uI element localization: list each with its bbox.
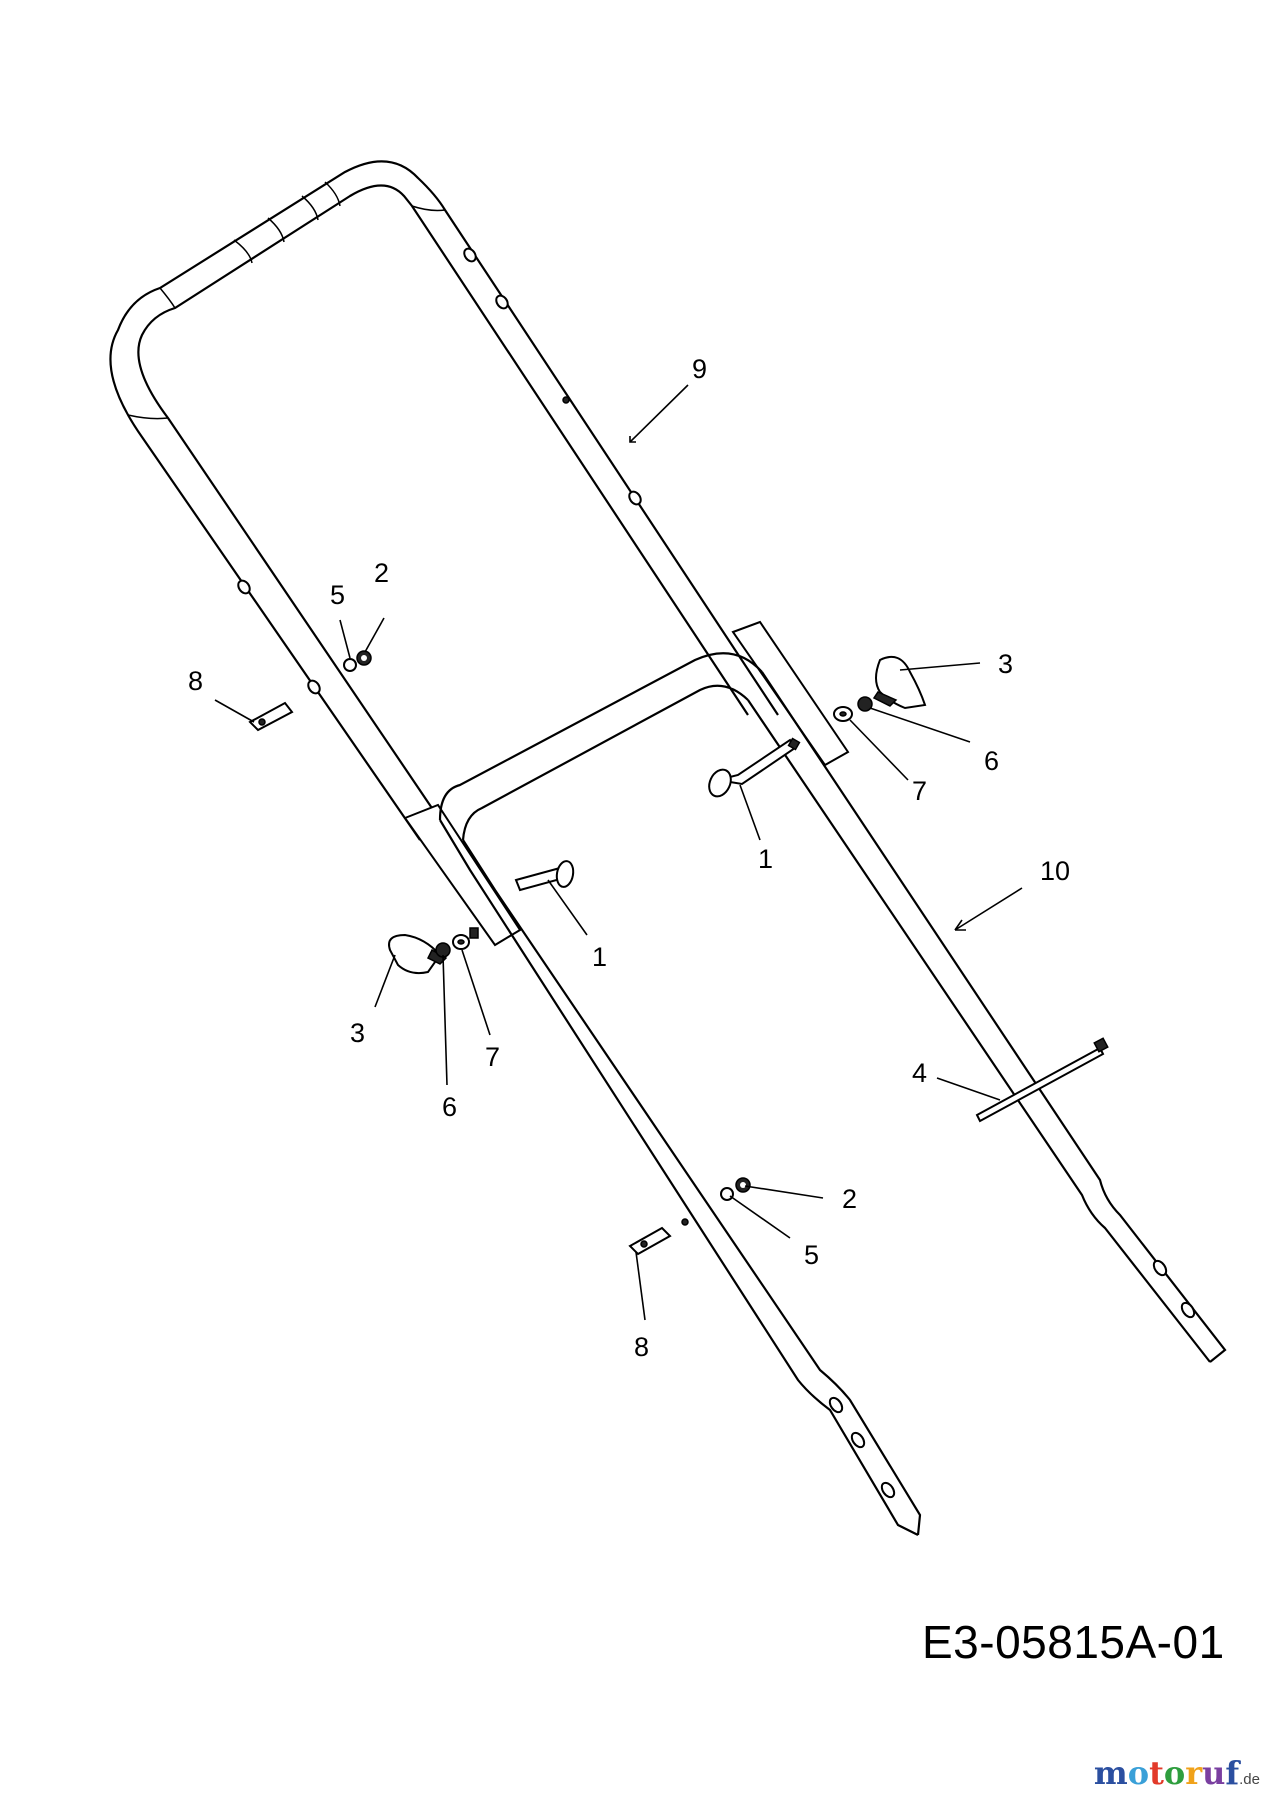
callout-2-upper: 2 [374,558,389,588]
nuts-lower-2-5 [720,1177,751,1201]
callout-7-lower: 7 [485,1042,500,1072]
callout-9: 9 [692,354,707,384]
knob-part-3-upper [872,656,927,710]
watermark-brand: motoruf [1093,1754,1240,1792]
leader-lines [214,384,1023,1321]
callout-5-lower: 5 [804,1240,819,1270]
callout-8-upper: 8 [188,666,203,696]
callout-1-lower: 1 [592,942,607,972]
callout-6-lower: 6 [442,1092,457,1122]
bolt-part-1-upper [708,737,801,798]
clip-part-8-upper [248,701,294,732]
callout-7-upper: 7 [912,776,927,806]
knob-part-3-lower [388,933,448,975]
cable-tie-part-4 [975,1037,1109,1123]
callout-5-upper: 5 [330,580,345,610]
washers-upper-6-7 [833,696,873,722]
motoruf-watermark: motoruf.de [1094,1754,1260,1792]
callout-2-lower: 2 [842,1184,857,1214]
nuts-upper-2-5 [343,650,372,672]
callout-labels: 9 2 5 8 3 6 7 1 10 1 3 7 6 4 2 5 8 [188,354,1070,1362]
washers-lower-6-7 [435,927,479,958]
callout-6-upper: 6 [984,746,999,776]
callout-10: 10 [1040,856,1070,886]
lower-handle [438,652,1227,1536]
drawing-code: E3-05815A-01 [922,1616,1225,1668]
callout-3-upper: 3 [998,649,1013,679]
callout-8-lower: 8 [634,1332,649,1362]
callout-1-upper: 1 [758,844,773,874]
watermark-suffix: .de [1239,1771,1260,1788]
callout-4: 4 [912,1058,927,1088]
callout-3-lower: 3 [350,1018,365,1048]
upper-handle [109,160,850,947]
bolt-part-1-lower [514,860,575,892]
clip-part-8-lower [628,1226,672,1256]
